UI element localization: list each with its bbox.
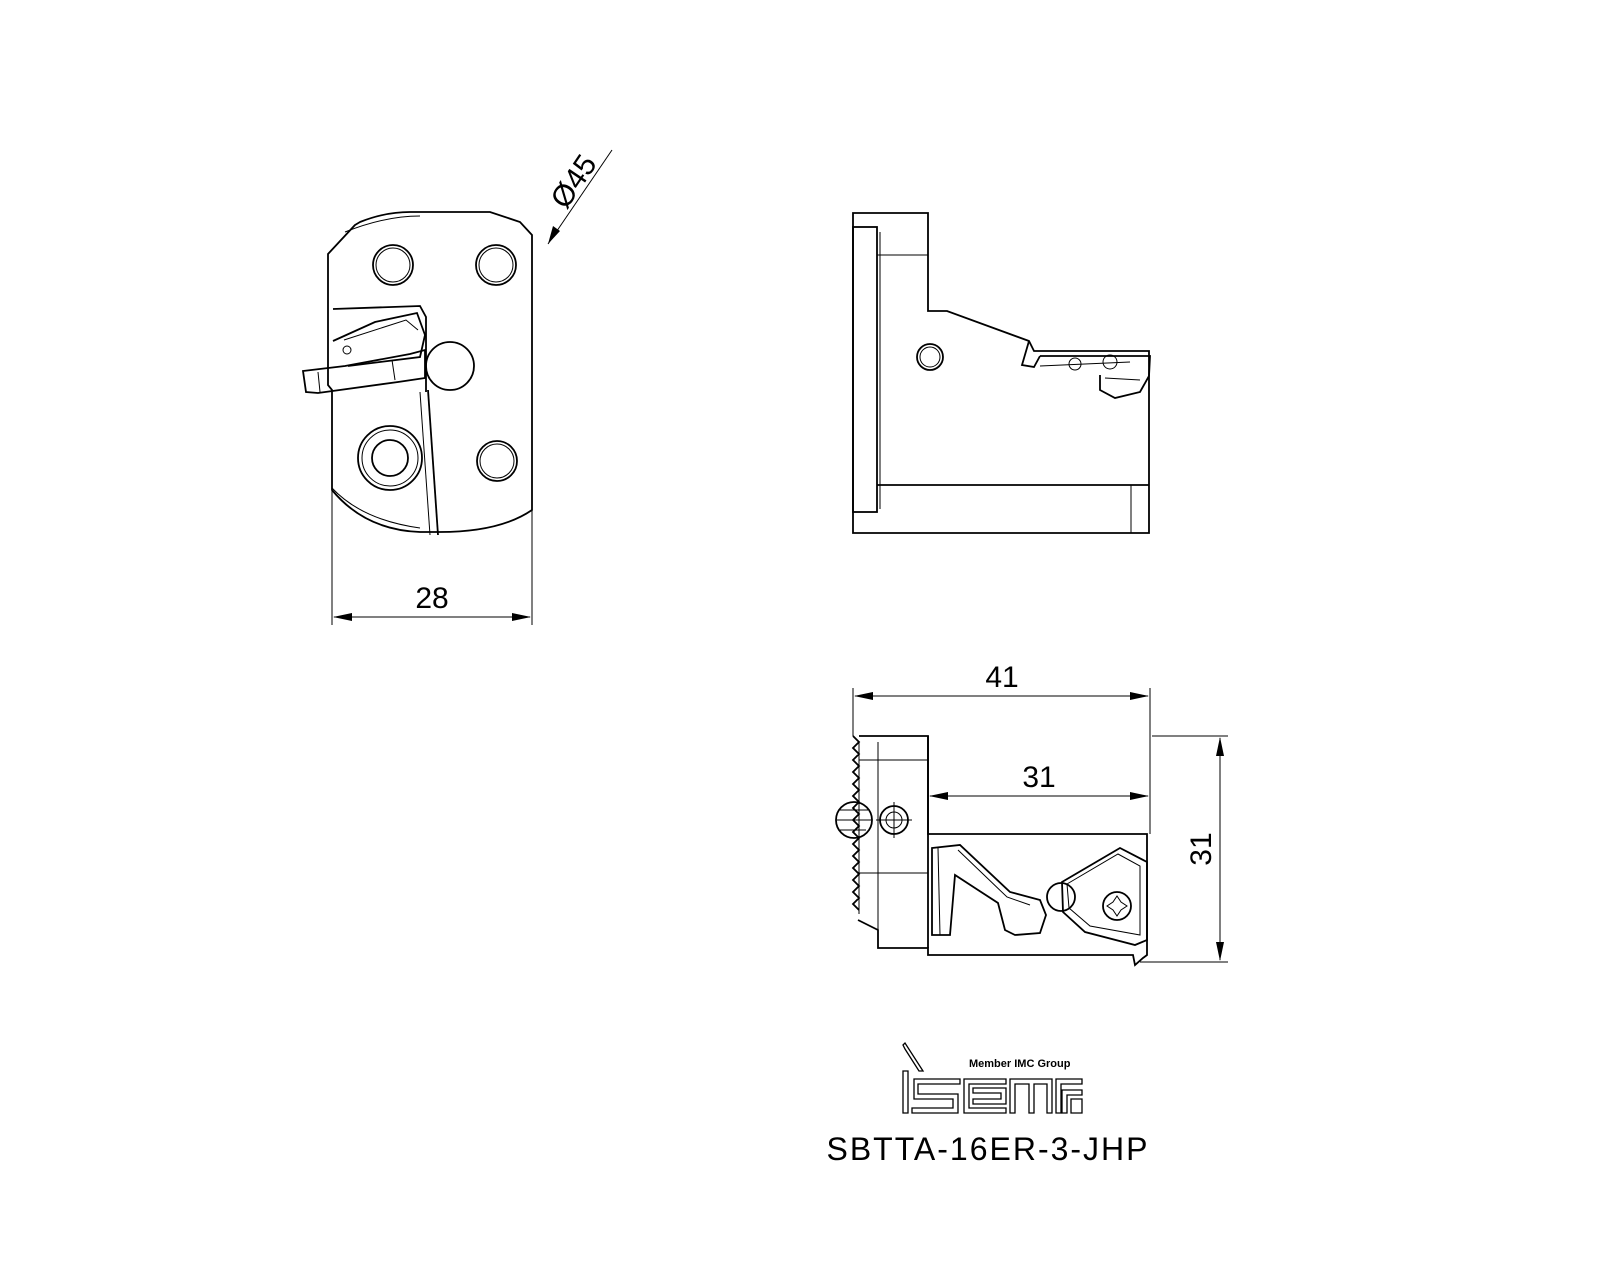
side-view-outline [852,212,1150,534]
coolant-hole [916,343,944,371]
section-marker [835,801,873,839]
part-number: SBTTA-16ER-3-JHP [826,1131,1149,1167]
clamp-screw-head [425,341,475,391]
iscar-logo-mark [902,1041,1083,1114]
front-view: 28 Ø45 [301,149,613,625]
side-view [852,212,1151,534]
dimension-diameter: Ø45 [545,149,613,245]
side-insert [1020,340,1151,399]
dimension-width: 28 [331,490,533,625]
height-label: 31 [1185,832,1218,865]
iscar-logo: Member IMC Group [902,1041,1083,1114]
clamp-assembly [301,305,475,536]
mounting-hole-top-right [475,244,517,286]
serrated-edge [851,735,861,911]
center-screw-hole [357,425,423,491]
dimension-height: 31 [1140,735,1228,963]
mounting-hole-top-left [372,244,414,286]
flange [852,226,878,513]
diameter-label: Ø45 [545,149,604,214]
front-width-label: 28 [415,582,448,615]
dimension-insert-length: 31 [929,761,1149,800]
torx-screw [1102,891,1132,921]
overall-length-label: 41 [985,661,1018,694]
logo-tagline: Member IMC Group [969,1058,1071,1070]
mounting-hole-bottom-right [476,440,518,482]
top-view: 41 31 31 [835,661,1228,967]
top-view-outline [857,735,1148,967]
adjust-screw [876,802,912,838]
front-view-outline [327,211,533,533]
insert-length-label: 31 [1022,761,1055,794]
top-clamp [931,844,1047,936]
top-insert [1046,846,1148,946]
dimension-overall-length: 41 [852,661,1151,834]
